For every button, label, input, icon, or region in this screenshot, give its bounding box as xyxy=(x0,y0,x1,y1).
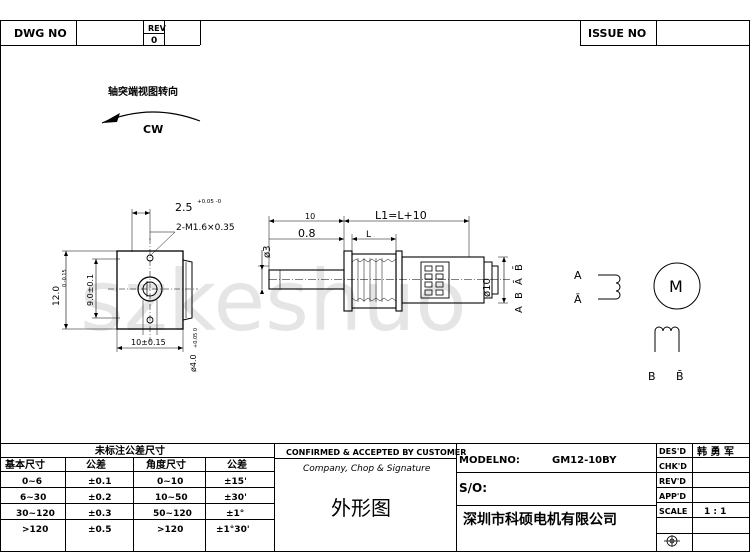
terminal-label-a-bar: Ā xyxy=(512,278,525,285)
app-label: APP'D xyxy=(659,492,686,501)
dim-offset: 2.5 xyxy=(175,201,193,214)
tol-cell: ±0.1 xyxy=(88,477,111,487)
rotation-title: 轴突端视图转向 xyxy=(108,85,178,98)
coil-b-right-label: B̄ xyxy=(676,370,684,383)
des-label: DES'D xyxy=(659,447,686,456)
dim-shaft-dia: ø4.0 xyxy=(189,354,198,372)
company-name: 深圳市科硕电机有限公司 xyxy=(463,511,617,528)
dim-len-total: L1=L+10 xyxy=(375,209,427,222)
tol-header-angle: 角度尺寸 xyxy=(146,458,186,471)
tol-cell: >120 xyxy=(157,525,183,535)
tol-cell: ±1° xyxy=(226,509,244,519)
dim-flat-3: ø3 xyxy=(262,246,273,259)
front-view xyxy=(62,209,198,352)
terminal-label-b-bar: B̄ xyxy=(512,264,525,271)
dim-len-08: 0.8 xyxy=(298,227,316,240)
motor-symbol-icon xyxy=(653,262,701,310)
des-value: 韩 勇 军 xyxy=(697,445,734,458)
chk-label: CHK'D xyxy=(659,462,687,471)
coil-a-top-label: A xyxy=(574,269,582,282)
dim-len-L: L xyxy=(366,230,371,240)
rotation-direction: CW xyxy=(143,123,163,136)
confirmation-title: CONFIRMED & ACCEPTED BY CUSTOMER xyxy=(286,448,466,457)
dim-len-10: 10 xyxy=(305,212,315,221)
dim-body-dia: ø10 xyxy=(482,278,493,297)
coil-b-left-label: B xyxy=(648,370,656,383)
tolerance-table-title: 未标注公差尺寸 xyxy=(94,444,165,457)
dim-height-tol: 0 -0.15 xyxy=(62,269,68,287)
tol-cell: ±15' xyxy=(224,477,247,487)
tol-cell: ±30' xyxy=(224,493,247,503)
tol-cell: >120 xyxy=(22,525,48,535)
coil-a-bottom-label: Ā xyxy=(574,293,582,306)
dwg-no-label: DWG NO xyxy=(14,27,67,40)
tol-cell: ±1°30' xyxy=(216,525,250,535)
terminal-label-b: B xyxy=(514,292,525,299)
tol-cell: ±0.3 xyxy=(88,509,111,519)
tol-cell: 6~30 xyxy=(20,493,46,503)
dim-shaft-dia-tol: +0.05 0 xyxy=(193,328,199,348)
tol-cell: ±0.2 xyxy=(88,493,111,503)
rotation-arrow-icon xyxy=(102,113,120,123)
watermark-text: szkeshuo xyxy=(80,252,467,350)
tol-header-angle-tol: 公差 xyxy=(227,458,247,471)
rev-label: REV xyxy=(148,24,167,33)
motor-symbol-label: M xyxy=(669,277,683,296)
svg-text:ø3: ø3 xyxy=(262,246,273,259)
side-view xyxy=(258,216,510,312)
rev-d-label: REV'D xyxy=(659,477,686,486)
dim-width: 10±0.15 xyxy=(131,338,166,347)
tol-cell: 30~120 xyxy=(16,509,55,519)
dim-thread: 2-M1.6×0.35 xyxy=(176,223,235,233)
terminal-label-a: A xyxy=(514,306,525,313)
tol-cell: 50~120 xyxy=(153,509,192,519)
projection-symbol-icon xyxy=(664,535,680,547)
header-bar xyxy=(0,20,750,46)
issue-no-label: ISSUE NO xyxy=(588,27,646,40)
tol-cell: ±0.5 xyxy=(88,525,111,535)
tol-header-tol: 公差 xyxy=(86,458,106,471)
title-block-grid xyxy=(0,443,750,552)
model-label: MODELNO: xyxy=(459,455,520,466)
scale-value: 1 : 1 xyxy=(704,507,726,517)
rev-value: 0 xyxy=(151,36,157,46)
drawing-title: 外形图 xyxy=(331,496,391,520)
coil-b-icon xyxy=(654,326,680,352)
side-view-arrows xyxy=(260,219,506,303)
model-value: GM12-10BY xyxy=(552,455,617,466)
dim-inner-height: 9.0±0.1 xyxy=(86,274,95,306)
so-label: S/O: xyxy=(459,481,487,495)
svg-text:ø10: ø10 xyxy=(482,278,493,297)
front-view-arrows xyxy=(64,211,183,350)
dim-offset-tol: +0.05 -0 xyxy=(197,199,222,205)
coil-a-icon xyxy=(598,274,621,300)
tol-header-basic: 基本尺寸 xyxy=(4,458,45,471)
tol-cell: 10~50 xyxy=(155,493,188,503)
tol-cell: 0~10 xyxy=(157,477,183,487)
dim-height: 12.0 xyxy=(52,286,62,306)
scale-label: SCALE xyxy=(659,507,687,516)
confirmation-subtitle: Company, Chop & Signature xyxy=(303,464,431,474)
tol-cell: 0~6 xyxy=(22,477,42,487)
